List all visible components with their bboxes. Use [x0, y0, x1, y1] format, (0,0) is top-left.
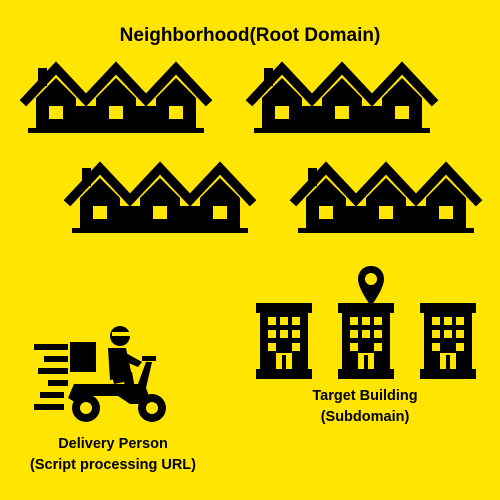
- target-building-sublabel: (Subdomain): [320, 409, 410, 425]
- delivery-person-label: Delivery Person: [58, 436, 168, 452]
- house-row-icon: [242, 56, 442, 136]
- target-building-label: Target Building: [312, 388, 418, 404]
- location-pin-icon: [355, 264, 387, 308]
- delivery-person-sublabel: (Script processing URL): [30, 457, 196, 473]
- house-row-icon: [60, 156, 260, 236]
- delivery-scooter-icon: [34, 322, 174, 426]
- office-building-icon: [256, 303, 478, 383]
- target-building-caption: Target Building (Subdomain): [290, 386, 440, 428]
- house-row-icon: [286, 156, 486, 236]
- delivery-person-caption: Delivery Person (Script processing URL): [8, 434, 218, 476]
- diagram-title: Neighborhood(Root Domain): [119, 25, 381, 46]
- house-row-icon: [16, 56, 216, 136]
